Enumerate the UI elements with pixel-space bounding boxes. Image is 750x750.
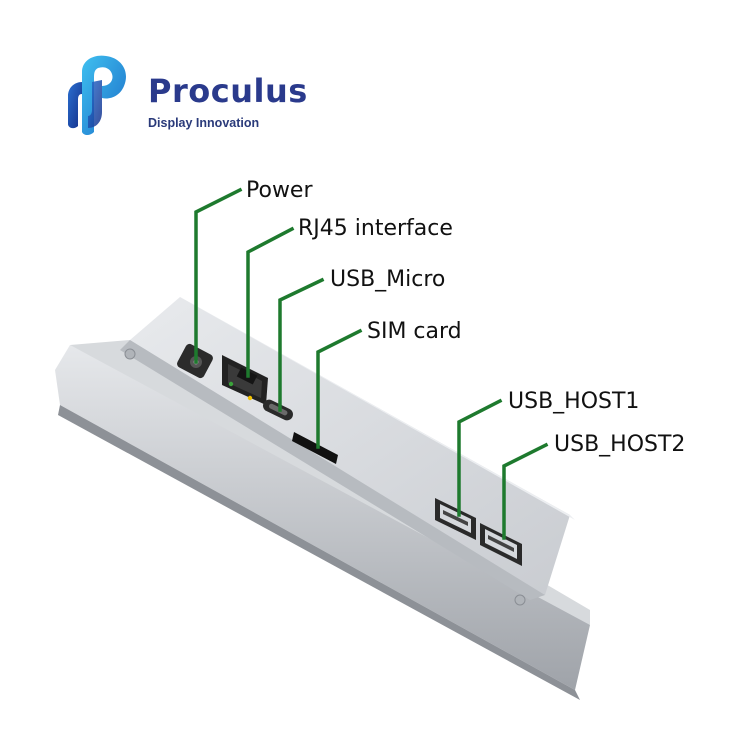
label-power: Power [246, 178, 313, 203]
brand-logo: Proculus Display Innovation [60, 52, 320, 142]
label-usb-host1: USB_HOST1 [508, 389, 640, 414]
screw-icon [514, 594, 526, 606]
usb-micro-port-icon [263, 399, 293, 421]
label-usb-micro: USB_Micro [330, 267, 446, 292]
leader-line-usb-host2 [502, 442, 549, 540]
leader-line-power [194, 187, 243, 364]
leader-lines [194, 187, 549, 540]
label-sim: SIM card [367, 319, 462, 344]
label-usb-host2: USB_HOST2 [554, 432, 686, 457]
usb-host2-port-icon [480, 523, 522, 566]
screw-icon [124, 348, 136, 360]
leader-line-usb-host1 [457, 398, 503, 517]
brand-tagline: Display Innovation [148, 116, 260, 130]
brand-name: Proculus [148, 72, 308, 110]
leader-line-sim [316, 328, 363, 449]
usb-host1-port-icon [435, 498, 476, 540]
leader-line-rj45 [246, 226, 295, 378]
label-rj45: RJ45 interface [298, 216, 453, 241]
proculus-logo-icon [68, 55, 126, 135]
leader-line-usb-micro [278, 277, 325, 412]
sim-slot-icon [292, 432, 338, 464]
